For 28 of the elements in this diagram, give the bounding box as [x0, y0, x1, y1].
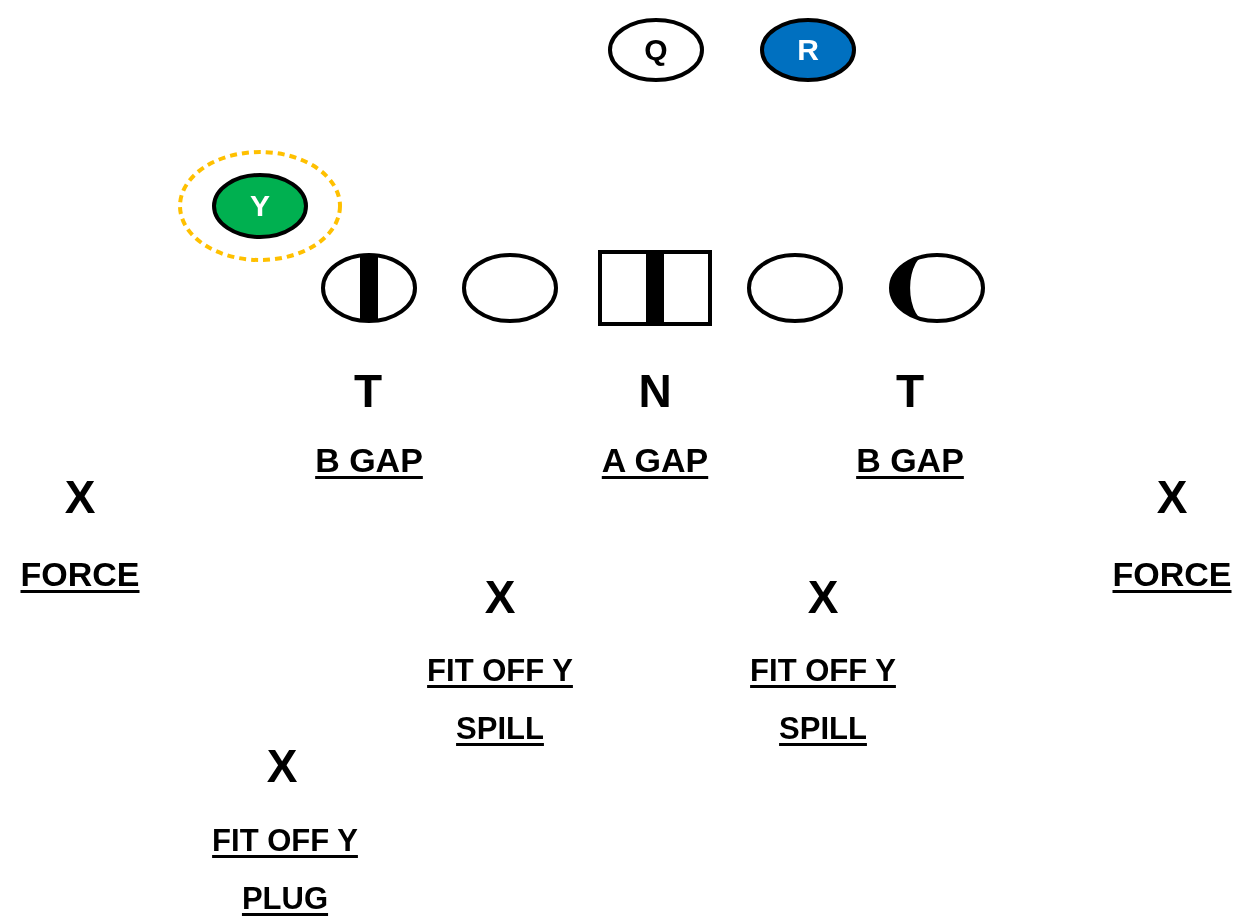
assignment-label: FIT OFF Y PLUG — [211, 822, 359, 918]
position-letter: X — [1156, 472, 1188, 523]
assignment-label: B GAP — [856, 442, 964, 480]
player-letter: Y — [250, 191, 270, 221]
position-letter: X — [64, 472, 96, 523]
position-letter: X — [266, 741, 298, 792]
lineman-ellipse — [462, 253, 558, 323]
position-letter: N — [638, 366, 672, 417]
assignment-label: FIT OFF Y SPILL — [426, 652, 574, 748]
position-letter: T — [895, 366, 925, 417]
assignment-label: FORCE — [20, 556, 140, 594]
center-square — [598, 250, 712, 326]
lineman-ellipse — [889, 253, 985, 323]
assignment-label: B GAP — [315, 442, 423, 480]
position-letter: T — [353, 366, 383, 417]
player-ellipse — [212, 173, 308, 239]
position-letter: X — [807, 572, 839, 623]
player-letter: Q — [644, 35, 668, 65]
lineman-ellipse — [747, 253, 843, 323]
assignment-label: FIT OFF Y SPILL — [749, 652, 897, 748]
player-ellipse — [760, 18, 856, 82]
highlight-ellipse — [178, 150, 342, 262]
player-letter: R — [797, 35, 819, 65]
position-letter: X — [484, 572, 516, 623]
assignment-label: FORCE — [1112, 556, 1232, 594]
lineman-ellipse — [321, 253, 417, 323]
assignment-label: A GAP — [601, 442, 709, 480]
player-ellipse — [608, 18, 704, 82]
